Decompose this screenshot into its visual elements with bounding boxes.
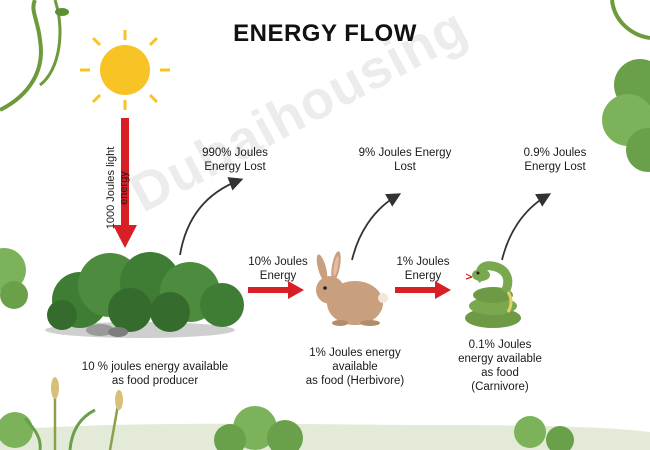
herbivore-description: 1% Joules energy available as food (Herb… — [290, 346, 420, 388]
vine-top-left-icon — [0, 0, 69, 112]
ground-decoration — [0, 406, 650, 450]
bush-left-edge-icon — [0, 248, 28, 309]
herbivore-description-line2: available — [332, 361, 378, 373]
transfer-label-herbivore-to-carnivore: 1% Joules Energy — [383, 255, 463, 283]
transfer-label-2-line1: 1% Joules — [396, 256, 450, 268]
loss-label-producer: 990% Joules Energy Lost — [185, 146, 285, 174]
carnivore-description: 0.1% Joules energy available as food (Ca… — [445, 338, 555, 394]
herbivore-description-line3: as food (Herbivore) — [305, 375, 405, 387]
producer-description-line2: as food producer — [111, 375, 199, 387]
loss-label-producer-line2: Energy Lost — [204, 161, 266, 173]
carnivore-description-line3: as food — [481, 367, 519, 379]
bush-icon — [45, 252, 244, 338]
loss-label-carnivore-line1: 0.9% Joules — [523, 147, 587, 159]
loss-label-herbivore-line1: 9% Joules Energy — [358, 147, 452, 159]
carnivore-description-line4: (Carnivore) — [471, 381, 529, 393]
loss-label-herbivore-line2: Lost — [394, 161, 416, 173]
loss-label-carnivore: 0.9% Joules Energy Lost — [505, 146, 605, 174]
transfer-label-2-line2: Energy — [404, 270, 442, 282]
energy-loss-arrow-carnivore — [501, 193, 552, 261]
carnivore-description-line1: 0.1% Joules — [468, 339, 532, 351]
light-energy-label: 1000 Joules light energy — [105, 146, 130, 230]
light-energy-arrow — [113, 118, 137, 248]
transfer-label-producer-to-herbivore: 10% Joules Energy — [238, 255, 318, 283]
energy-loss-arrow-producer — [179, 177, 244, 256]
transfer-arrow-herbivore-to-carnivore — [395, 281, 451, 299]
cattail-plants-icon — [23, 377, 123, 450]
loss-label-producer-line1: 990% Joules — [202, 147, 268, 159]
producer-description-line1: 10 % joules energy available — [81, 361, 229, 373]
sun-icon — [80, 30, 170, 110]
transfer-arrow-producer-to-herbivore — [248, 281, 304, 299]
snake-icon — [465, 261, 521, 328]
loss-label-herbivore: 9% Joules Energy Lost — [350, 146, 460, 174]
loss-label-carnivore-line2: Energy Lost — [524, 161, 586, 173]
carnivore-description-line2: energy available — [458, 353, 542, 365]
transfer-label-1-line1: 10% Joules — [248, 256, 308, 268]
herbivore-description-line1: 1% Joules energy — [309, 347, 401, 359]
transfer-label-1-line2: Energy — [259, 270, 297, 282]
rabbit-icon — [316, 251, 388, 326]
page-title: ENERGY FLOW — [233, 20, 417, 47]
producer-description: 10 % joules energy available as food pro… — [60, 360, 250, 388]
bush-right-edge-icon — [602, 59, 650, 172]
vine-top-right-icon — [610, 0, 650, 40]
energy-loss-arrow-herbivore — [351, 193, 402, 261]
